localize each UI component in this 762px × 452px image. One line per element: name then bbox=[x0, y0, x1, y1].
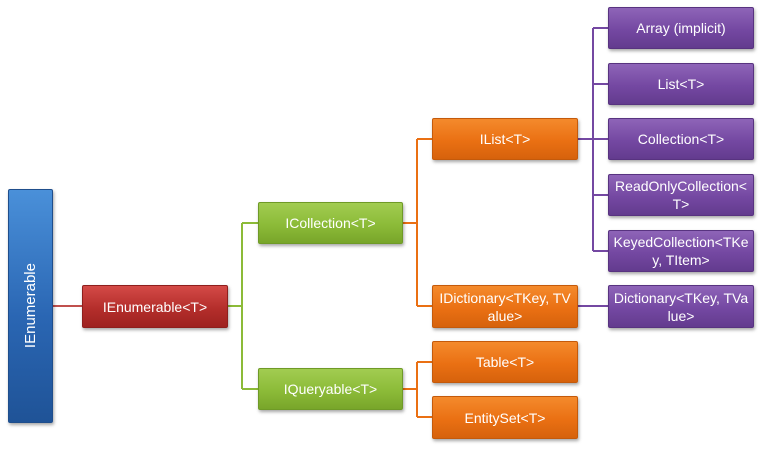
node-idictionary: IDictionary<TKey, TValue> bbox=[432, 285, 578, 328]
node-ienumerable: IEnumerable bbox=[8, 189, 53, 423]
connector-iqueryable-to-children bbox=[403, 361, 432, 418]
node-keyedcollection: KeyedCollection<TKey, TItem> bbox=[608, 230, 754, 272]
node-entityset-t: EntitySet<T> bbox=[432, 396, 578, 439]
node-list-t: List<T> bbox=[608, 63, 754, 105]
node-ilist-t: IList<T> bbox=[432, 118, 578, 160]
node-readonlycollection-t: ReadOnlyCollection<T> bbox=[608, 174, 754, 216]
node-collection-t: Collection<T> bbox=[608, 118, 754, 160]
node-table-t: Table<T> bbox=[432, 341, 578, 383]
node-icollection-t: ICollection<T> bbox=[258, 202, 403, 244]
connector-icollection-to-children bbox=[403, 138, 432, 307]
node-ienumerable-t: IEnumerable<T> bbox=[82, 285, 228, 328]
node-ienumerable-label: IEnumerable bbox=[21, 263, 39, 349]
node-iqueryable-t: IQueryable<T> bbox=[258, 368, 403, 410]
connector-ilist-to-children bbox=[578, 27, 608, 252]
connector-ienumerable-t-to-children bbox=[228, 222, 258, 390]
node-dictionary: Dictionary<TKey, TValue> bbox=[608, 285, 754, 328]
node-array-implicit: Array (implicit) bbox=[608, 7, 754, 49]
